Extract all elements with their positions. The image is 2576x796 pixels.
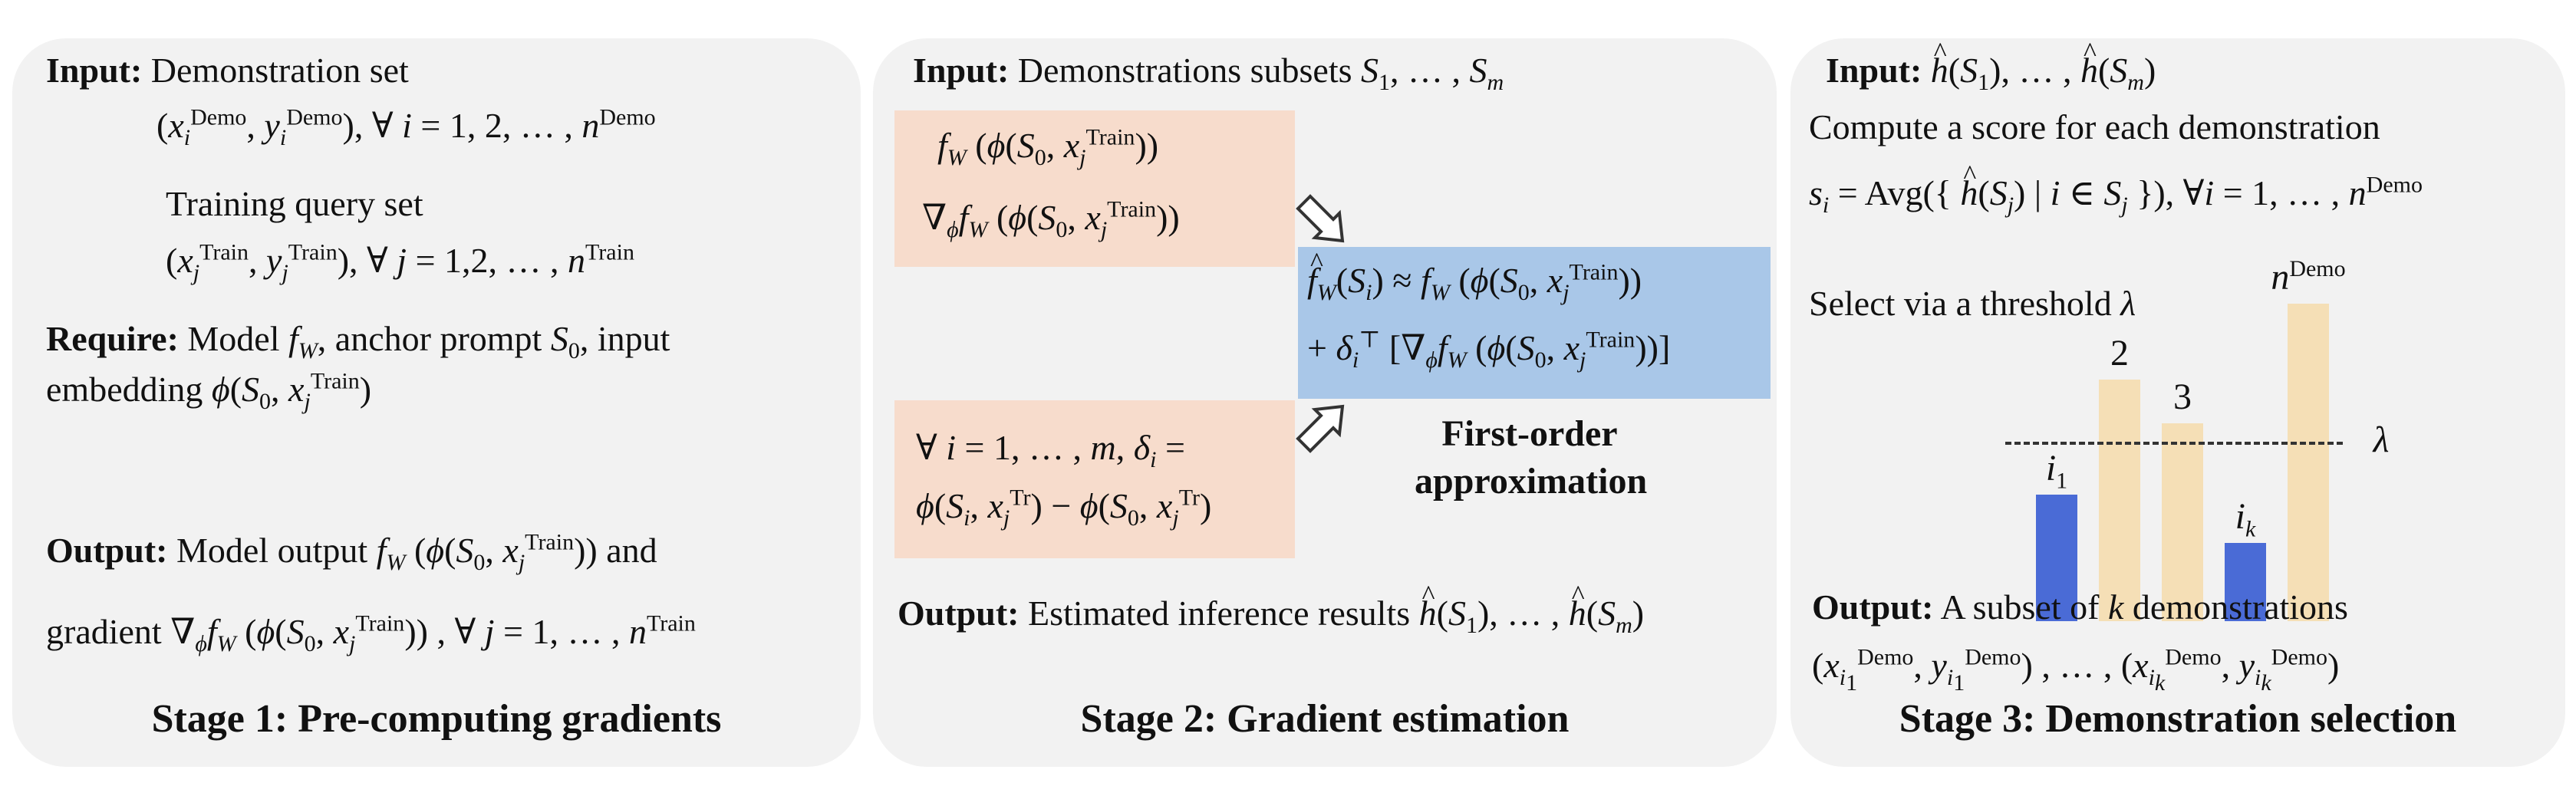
- stage3-compute-text: Compute a score for each demonstration: [1809, 107, 2380, 146]
- stage2-panel: Input: Demonstrations subsets S1, … , Sm…: [873, 38, 1777, 767]
- stage2-caption: Stage 2: Gradient estimation: [1080, 697, 1570, 741]
- delta-box: ∀ i = 1, … , m, δi = ϕ(Si, xjTr) − ϕ(S0,…: [894, 400, 1295, 558]
- score-bar: [2099, 380, 2140, 621]
- bar-label: 2: [2110, 333, 2129, 373]
- stage1-train-formula: (xjTrain, yjTrain), ∀ j = 1,2, … , nTrai…: [166, 239, 634, 286]
- stage2-input-line: Input: Demonstrations subsets S1, … , Sm: [913, 51, 1504, 96]
- stage1-input-label: Input:: [46, 51, 143, 90]
- score-bar: [2288, 304, 2329, 621]
- stage2-output-line: Output: Estimated inference results h(S1…: [898, 574, 1644, 637]
- delta-line1: ∀ i = 1, … , m, δi =: [916, 428, 1185, 473]
- stage1-output-line2: gradient ∇ϕfW (ϕ(S0, xjTrain)) , ∀ j = 1…: [46, 610, 696, 657]
- stage3-caption: Stage 3: Demonstration selection: [1899, 697, 2457, 741]
- stage3-score-formula: si = Avg({ h(Sj) | i ∈ Sj }), ∀i = 1, … …: [1809, 153, 2423, 217]
- score-bar: [2225, 543, 2266, 621]
- score-bar: [2036, 495, 2077, 621]
- approx-caption-1: First-order: [1441, 413, 1618, 454]
- approximation-box: fW(Si) ≈ fW (ϕ(S0, xjTrain)) + δi⊤ [∇ϕfW…: [1298, 241, 1771, 399]
- stage1-panel: Input: Demonstration set (xiDemo, yiDemo…: [12, 38, 861, 767]
- arrow-down-right-icon: [1296, 194, 1345, 243]
- stage1-output-label: Output:: [46, 531, 168, 570]
- stage1-output-line1: Output: Model output fW (ϕ(S0, xjTrain))…: [46, 529, 657, 576]
- stage3-input-line: Input: h(S1), … , h(Sm): [1826, 31, 2156, 94]
- stage3-select-line: Select via a threshold λ: [1809, 284, 2136, 323]
- stage2-input-label: Input:: [913, 51, 1010, 90]
- threshold-label: λ: [2373, 419, 2390, 460]
- arrow-up-right-icon: [1296, 404, 1345, 453]
- stage1-demo-formula: (xiDemo, yiDemo), ∀ i = 1, 2, … , nDemo: [156, 104, 656, 151]
- stage1-require-line2: embedding ϕ(S0, xjTrain): [46, 368, 372, 415]
- approx-line1: fW(Si) ≈ fW (ϕ(S0, xjTrain)): [1307, 241, 1642, 304]
- stage3-panel: Input: h(S1), … , h(Sm) Compute a score …: [1790, 31, 2565, 767]
- stage1-input-line: Input: Demonstration set: [46, 49, 409, 92]
- stage1-training-text: Training query set: [166, 184, 423, 223]
- stage3-output-label: Output:: [1812, 587, 1934, 627]
- stage1-require-line1: Require: Model fW, anchor prompt S0, inp…: [46, 319, 670, 364]
- pre-computed-box: fW (ϕ(S0, xjTrain)) ∇ϕfW (ϕ(S0, xjTrain)…: [894, 110, 1295, 267]
- threshold-line: [2005, 442, 2343, 445]
- stage1-require-label: Require:: [46, 319, 179, 358]
- pre-computed-output: fW (ϕ(S0, xjTrain)): [937, 124, 1159, 171]
- stage3-output-formula: (xi1Demo, yi1Demo) , … , (xikDemo, yikDe…: [1812, 644, 2340, 696]
- approx-line2: + δi⊤ [∇ϕfW (ϕ(S0, xjTrain))]: [1307, 327, 1671, 373]
- stage1-input-text: Demonstration set: [150, 51, 409, 90]
- approx-caption-2: approximation: [1415, 461, 1648, 502]
- bar-label: nDemo: [2271, 256, 2346, 298]
- bar-label: 3: [2173, 377, 2192, 417]
- score-bar: [2162, 423, 2203, 621]
- bar-label: i1: [2045, 448, 2068, 494]
- stage3-output-line: Output: A subset of k demonstrations: [1812, 587, 2348, 627]
- score-bar-chart: i1 2 3 ik nDemo λ: [2005, 257, 2450, 621]
- pre-computed-gradient: ∇ϕfW (ϕ(S0, xjTrain)): [922, 196, 1180, 243]
- delta-line2: ϕ(Si, xjTr) − ϕ(S0, xjTr): [916, 485, 1212, 531]
- stage2-output-label: Output:: [898, 594, 1020, 633]
- bar-label: ik: [2235, 496, 2256, 542]
- stage1-caption: Stage 1: Pre-computing gradients: [151, 697, 722, 741]
- stage3-input-label: Input:: [1826, 51, 1922, 90]
